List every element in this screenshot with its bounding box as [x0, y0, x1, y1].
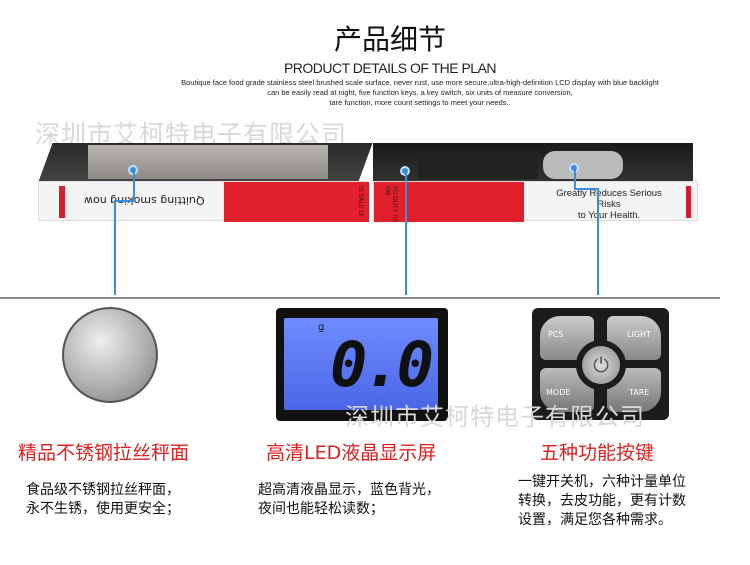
box-right: FO DUTY FR ON Greatly Reduces Serious Ri… [373, 181, 698, 222]
steel-surface-image [62, 307, 158, 403]
pointer-line [114, 200, 116, 295]
left-label: Quitting smoking now [84, 194, 205, 207]
page-title: 产品细节 [333, 23, 446, 56]
red-band-right: FO DUTY FR ON [374, 182, 524, 222]
feature-title: 精品不锈钢拉丝秤面 [18, 442, 190, 464]
divider [0, 297, 720, 299]
lcd-window [418, 153, 538, 179]
lcd-reading: 0.0 [330, 328, 434, 401]
description-line: can be easily read at night, five functi… [267, 88, 573, 97]
page-subtitle: PRODUCT DETAILS OF THE PLAN [283, 60, 497, 76]
steel-platform [88, 145, 328, 179]
box-left: Quitting smoking now IS SALE LY [38, 181, 369, 222]
description-line: Boutique face food grade stainless steel… [181, 78, 659, 87]
watermark: 深圳市艾柯特电子有限公司 [345, 403, 645, 431]
feature-title: 五种功能按键 [540, 442, 655, 464]
description-line: tare function, more count settings to me… [329, 98, 511, 107]
lcd-screen: g 0.0 [284, 318, 438, 410]
pointer-line [597, 188, 599, 295]
feature-title: 高清LED液晶显示屏 [266, 442, 437, 464]
feature-text: 食品级不锈钢拉丝秤面，永不生锈，使用更安全； [26, 482, 180, 517]
feature-text: 一键开关机，六种计量单位转换，去皮功能，更有计数设置，满足您各种需求。 [518, 474, 686, 528]
pointer-line [133, 172, 135, 202]
pointer-line [405, 172, 407, 295]
keypad-image: PCS LIGHT MODE TARE ⏻ [532, 308, 669, 420]
lcd-display-image: g 0.0 [276, 308, 448, 421]
scale-product-image: Quitting smoking now IS SALE LY FO DUTY … [38, 143, 698, 223]
power-icon: ⏻ [582, 346, 620, 384]
red-band-left: IS SALE LY [224, 182, 369, 222]
keypad-small [543, 151, 623, 179]
feature-text: 超高清液晶显示，蓝色背光，夜间也能轻松读数； [258, 482, 440, 517]
